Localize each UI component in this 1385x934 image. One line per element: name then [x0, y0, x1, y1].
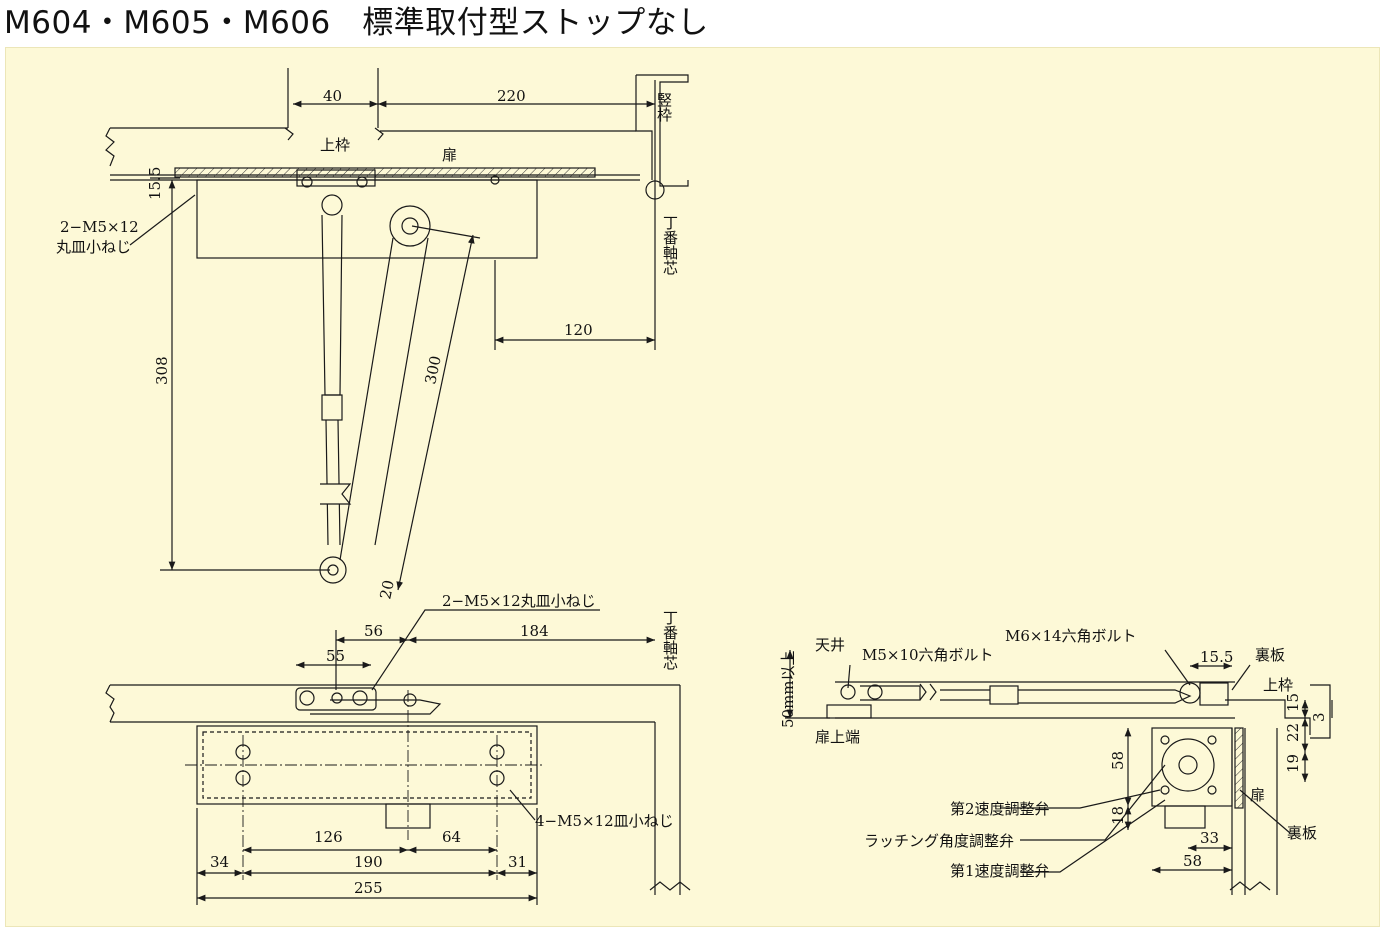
dim-126: 126: [314, 828, 343, 846]
dim-40: 40: [323, 87, 342, 105]
dim-15-5: 15.5: [146, 167, 164, 200]
dim-120: 120: [564, 321, 593, 339]
label-bolt-m6: M6×14六角ボルト: [1005, 627, 1137, 645]
dim-55: 55: [326, 647, 345, 665]
dim-side-33: 33: [1200, 829, 1219, 847]
side-view: [785, 649, 1333, 895]
dim-300: 300: [421, 354, 445, 386]
label-hinge-axis-front: 丁番軸芯: [661, 610, 679, 670]
front-view: [105, 609, 691, 905]
dim-64: 64: [442, 828, 461, 846]
dim-side-15: 15: [1284, 693, 1302, 712]
dim-side-15-5: 15.5: [1200, 648, 1233, 666]
label-speed-valve-1: 第1速度調整弁: [950, 862, 1050, 880]
label-door: 扉: [442, 146, 457, 164]
dim-184: 184: [520, 622, 549, 640]
label-back-plate-bottom: 裏板: [1287, 824, 1317, 842]
dim-side-22: 22: [1284, 723, 1302, 742]
label-door-side: 扉: [1250, 786, 1265, 804]
dim-side-3: 3: [1310, 712, 1328, 722]
dim-308: 308: [153, 356, 171, 385]
dim-20: 20: [376, 578, 398, 600]
dim-side-58-horizontal: 58: [1183, 852, 1202, 870]
dim-34: 34: [210, 853, 229, 871]
drawing-sheet: [5, 47, 1380, 927]
dim-56: 56: [364, 622, 383, 640]
label-screw-line1: 2−M5×12: [60, 218, 139, 236]
dim-side-19: 19: [1284, 754, 1302, 773]
label-min-50mm: 50mm以上: [779, 650, 797, 728]
dim-220: 220: [497, 87, 526, 105]
label-door-top-edge: 扉上端: [815, 728, 860, 746]
label-upper-frame: 上枠: [320, 136, 350, 154]
label-screw-top: 2−M5×12丸皿小ねじ: [442, 592, 596, 610]
label-upper-frame-side: 上枠: [1263, 676, 1293, 694]
dim-255: 255: [354, 879, 383, 897]
dim-side-58-vertical: 58: [1109, 751, 1127, 770]
dim-31: 31: [508, 853, 527, 871]
label-vertical-frame: 竪枠: [655, 92, 673, 122]
label-bolt-m5: M5×10六角ボルト: [862, 646, 994, 664]
label-speed-valve-2: 第2速度調整弁: [950, 800, 1050, 818]
label-hinge-axis-top: 丁番軸芯: [661, 215, 679, 275]
top-view: [105, 68, 689, 591]
label-latching-valve: ラッチング角度調整弁: [864, 832, 1014, 850]
dim-190: 190: [354, 853, 383, 871]
label-screw-body: 4−M5×12皿小ねじ: [535, 812, 674, 830]
label-back-plate-top: 裏板: [1255, 646, 1285, 664]
label-screw-line2: 丸皿小ねじ: [56, 238, 131, 256]
page-title: M604・M605・M606 標準取付型ストップなし: [4, 5, 709, 41]
dim-side-18: 18: [1109, 806, 1127, 825]
label-ceiling: 天井: [815, 636, 845, 654]
